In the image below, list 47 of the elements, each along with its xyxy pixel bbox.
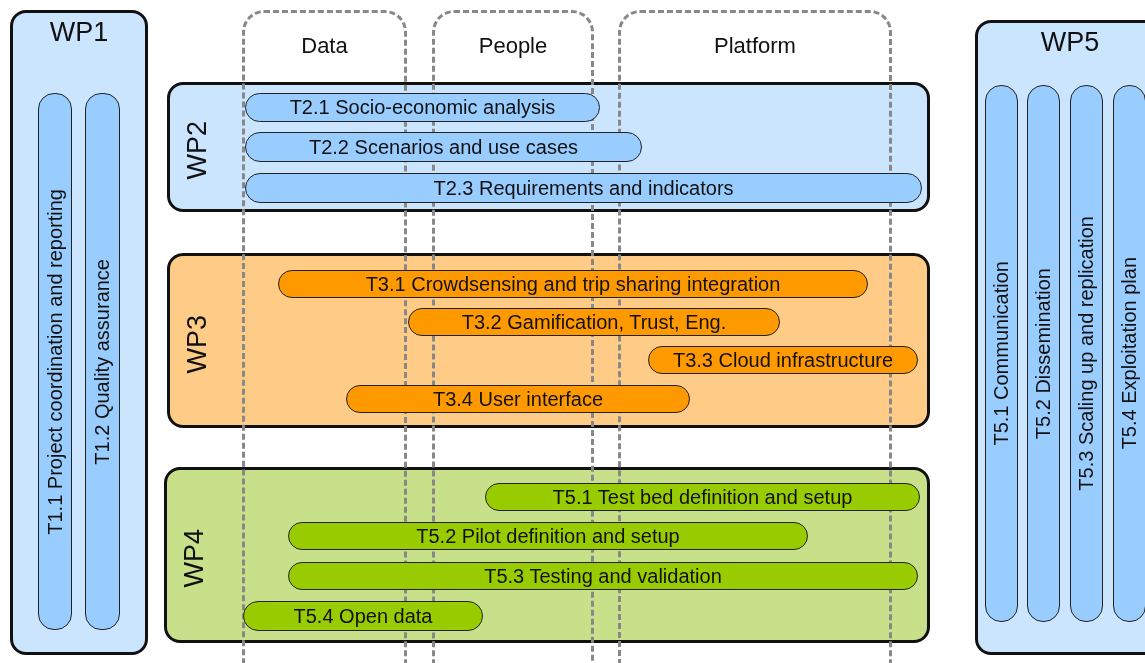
task-pill	[38, 93, 72, 630]
work-package-panel	[975, 20, 1145, 655]
task-pill	[243, 601, 483, 631]
task-pill	[346, 385, 690, 413]
work-package-panel	[164, 467, 930, 643]
task-pill	[245, 93, 600, 122]
task-label: T5.1 Test bed definition and setup	[552, 485, 853, 509]
task-pill	[1070, 85, 1103, 622]
panel-title: WP2	[182, 121, 213, 180]
panel-title: WP1	[48, 17, 110, 48]
task-pill	[288, 562, 918, 590]
task-label: T1.2 Quality assurance	[91, 258, 114, 465]
task-label: T1.1 Project coordination and reporting	[43, 188, 67, 535]
task-label: T5.2 Pilot definition and setup	[416, 524, 680, 548]
task-pill	[288, 522, 808, 550]
task-label: T3.2 Gamification, Trust, Eng.	[461, 310, 727, 334]
column-title: Data	[300, 33, 349, 59]
task-pill	[648, 346, 918, 374]
column-title: People	[477, 33, 549, 59]
task-pill	[1027, 85, 1060, 622]
task-label: T5.1 Communication	[990, 261, 1013, 446]
panel-title: WP4	[179, 529, 210, 588]
task-pill	[245, 132, 642, 162]
task-label: T2.1 Socio-economic analysis	[289, 96, 556, 119]
task-label: T5.4 Exploitation plan	[1118, 257, 1141, 450]
task-label: T5.4 Open data	[293, 604, 433, 628]
task-label: T3.1 Crowdsensing and trip sharing integration	[365, 272, 781, 296]
work-package-panel	[167, 82, 930, 212]
task-label: T2.3 Requirements and indicators	[433, 176, 734, 200]
task-label: T5.3 Scaling up and replication	[1075, 216, 1098, 491]
task-pill	[245, 173, 922, 203]
task-label: T5.3 Testing and validation	[484, 564, 722, 588]
column-title: Platform	[713, 33, 797, 59]
task-label: T3.4 User interface	[432, 387, 604, 411]
task-pill	[985, 85, 1018, 622]
task-pill	[1113, 85, 1145, 622]
work-package-panel	[167, 253, 930, 428]
task-label: T5.2 Dissemination	[1032, 267, 1055, 440]
task-label: T2.2 Scenarios and use cases	[308, 135, 578, 159]
task-label: T3.3 Cloud infrastructure	[672, 348, 894, 372]
panel-title: WP3	[182, 314, 213, 373]
task-pill	[85, 93, 120, 630]
work-package-panel	[10, 10, 148, 655]
task-pill	[408, 308, 780, 336]
panel-title: WP5	[1039, 27, 1101, 58]
task-pill	[485, 483, 920, 511]
task-pill	[278, 270, 868, 298]
